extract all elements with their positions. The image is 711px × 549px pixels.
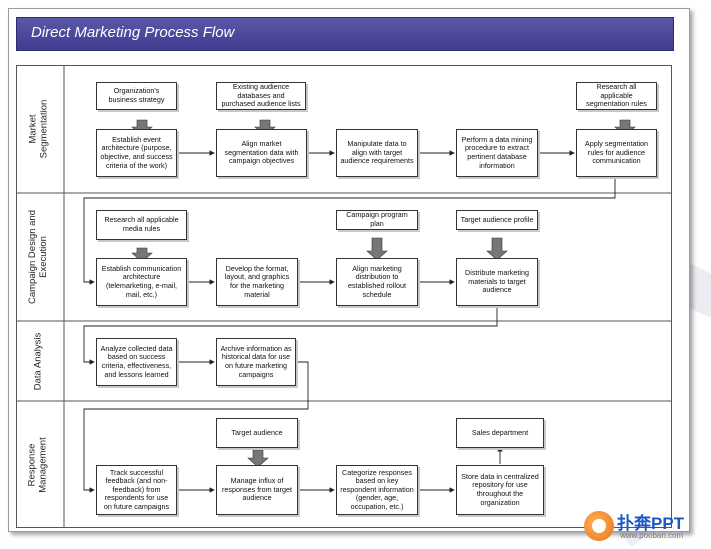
node-research-media: Research all applicable media rules [96, 210, 187, 240]
node-apply-segmentation: Apply segmentation rules for audience co… [576, 129, 657, 177]
node-store-data: Store data in centralized repository for… [456, 465, 544, 515]
node-analyze-data: Analyze collected data based on success … [96, 338, 177, 386]
swimlane-frame [16, 65, 672, 528]
lane-label-campaign-design: Campaign Design and Execution [27, 209, 50, 305]
lane-label-data-analysis: Data Analysis [32, 332, 44, 390]
node-align-distribution: Align marketing distribution to establis… [336, 258, 418, 306]
diagram-title: Direct Marketing Process Flow [31, 24, 235, 41]
node-categorize-responses: Categorize responses based on key respon… [336, 465, 418, 515]
node-manage-influx: Manage influx of responses from target a… [216, 465, 298, 515]
lane-label-market-segmentation: Market Segmentation [27, 99, 49, 159]
node-existing-databases: Existing audience databases and purchase… [216, 82, 306, 110]
node-event-architecture: Establish event architecture (purpose, o… [96, 129, 177, 177]
node-develop-format: Develop the format, layout, and graphics… [216, 258, 298, 306]
logo-name: 扑奔PPT [617, 514, 685, 533]
node-business-strategy: Organization's business strategy [96, 82, 177, 110]
node-archive-information: Archive information as historical data f… [216, 338, 296, 386]
node-campaign-plan: Campaign program plan [336, 210, 418, 230]
node-data-mining: Perform a data mining procedure to extra… [456, 129, 538, 177]
node-communication-architecture: Establish communication architecture (te… [96, 258, 187, 306]
logo-icon [584, 511, 614, 541]
lane-label-response-management: Response Management [27, 436, 50, 493]
node-research-segmentation: Research all applicable segmentation rul… [576, 82, 657, 110]
node-align-segmentation: Align market segmentation data with camp… [216, 129, 307, 177]
node-track-feedback: Track successful feedback (and non-feedb… [96, 465, 177, 515]
watermark-logo: 扑奔PPT www.pooban.com [584, 509, 708, 547]
node-target-audience: Target audience [216, 418, 298, 448]
node-manipulate-data: Manipulate data to align with target aud… [336, 129, 418, 177]
title-bar: Direct Marketing Process Flow [16, 17, 674, 51]
node-target-profile: Target audience profile [456, 210, 538, 230]
logo-url: www.pooban.com [620, 531, 684, 540]
node-sales-department: Sales department [456, 418, 544, 448]
node-distribute-materials: Distribute marketing materials to target… [456, 258, 538, 306]
